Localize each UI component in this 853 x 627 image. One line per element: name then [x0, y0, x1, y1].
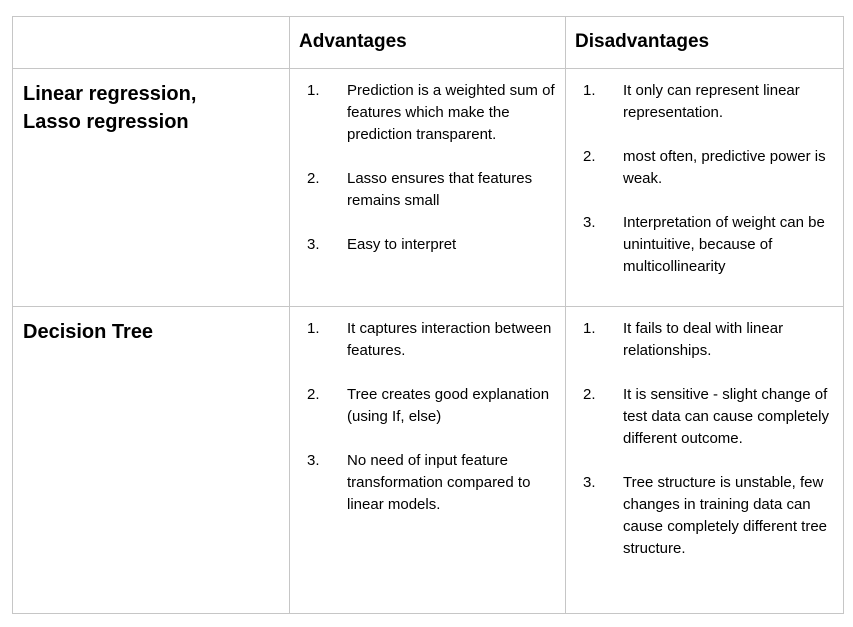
list-item-number: 1. [307, 82, 320, 99]
list-item-text: It is sensitive - slight change of test … [623, 386, 829, 447]
list-item: 3. No need of input feature transformati… [307, 450, 557, 516]
list-item: 1. It only can represent linear represen… [583, 80, 835, 124]
list-item-number: 3. [307, 236, 320, 253]
list-item: 1. It fails to deal with linear relation… [583, 318, 835, 362]
list-item: 3. Easy to interpret [307, 234, 557, 256]
list-item-number: 1. [583, 320, 596, 337]
list-item: 1. It captures interaction between featu… [307, 318, 557, 362]
list-item-text: Lasso ensures that features remains smal… [347, 170, 533, 209]
disadvantages-column-header: Disadvantages [565, 16, 844, 69]
advantages-column-header: Advantages [289, 16, 566, 69]
list-item: 3. Tree structure is unstable, few chang… [583, 472, 835, 560]
list-item-number: 2. [583, 148, 596, 165]
list-item: 2. It is sensitive - slight change of te… [583, 384, 835, 450]
row-label-line: Lasso regression [23, 111, 189, 133]
decision-tree-advantages-cell: 1. It captures interaction between featu… [289, 306, 566, 614]
list-item-number: 2. [583, 386, 596, 403]
list-item-text: Prediction is a weighted sum of features… [347, 82, 555, 143]
list-item: 2. Lasso ensures that features remains s… [307, 168, 557, 212]
list-item-number: 3. [307, 452, 320, 469]
table-row-decision-tree: Decision Tree 1. It captures interaction… [12, 306, 844, 614]
list-item-text: It fails to deal with linear relationshi… [623, 320, 784, 359]
list-item-text: Tree structure is unstable, few changes … [623, 474, 828, 557]
list-item-number: 3. [583, 474, 596, 491]
list-item-text: It captures interaction between features… [347, 320, 552, 359]
empty-header-cell [12, 16, 290, 69]
list-item-text: most often, predictive power is weak. [623, 148, 826, 187]
list-item-number: 2. [307, 170, 320, 187]
list-item: 1. Prediction is a weighted sum of featu… [307, 80, 557, 146]
list-item-number: 3. [583, 214, 596, 231]
decision-tree-disadvantages-cell: 1. It fails to deal with linear relation… [565, 306, 844, 614]
list-item-text: Tree creates good explanation (using If,… [347, 386, 550, 425]
list-item-text: No need of input feature transformation … [347, 452, 531, 513]
list-item-text: Easy to interpret [347, 236, 457, 253]
row-label-line: Decision Tree [23, 321, 154, 343]
list-item-text: Interpretation of weight can be unintuit… [623, 214, 825, 275]
linear-lasso-advantages-cell: 1. Prediction is a weighted sum of featu… [289, 68, 566, 307]
list-item-text: It only can represent linear representat… [623, 82, 800, 121]
advantages-list: 1. Prediction is a weighted sum of featu… [307, 80, 557, 256]
linear-lasso-disadvantages-cell: 1. It only can represent linear represen… [565, 68, 844, 307]
disadvantages-list: 1. It only can represent linear represen… [583, 80, 835, 278]
row-label-linear-lasso-regression: Linear regression, Lasso regression [12, 68, 290, 307]
list-item-number: 2. [307, 386, 320, 403]
model-comparison-table: Advantages Disadvantages Linear regressi… [12, 16, 844, 614]
disadvantages-list: 1. It fails to deal with linear relation… [583, 318, 835, 560]
list-item-number: 1. [583, 82, 596, 99]
table-row-linear-lasso: Linear regression, Lasso regression 1. P… [12, 68, 844, 307]
header-row: Advantages Disadvantages [12, 16, 844, 69]
list-item-number: 1. [307, 320, 320, 337]
advantages-list: 1. It captures interaction between featu… [307, 318, 557, 516]
row-label-line: Linear regression, [23, 83, 197, 105]
list-item: 2. Tree creates good explanation (using … [307, 384, 557, 428]
list-item: 3. Interpretation of weight can be unint… [583, 212, 835, 278]
list-item: 2. most often, predictive power is weak. [583, 146, 835, 190]
row-label-decision-tree: Decision Tree [12, 306, 290, 614]
